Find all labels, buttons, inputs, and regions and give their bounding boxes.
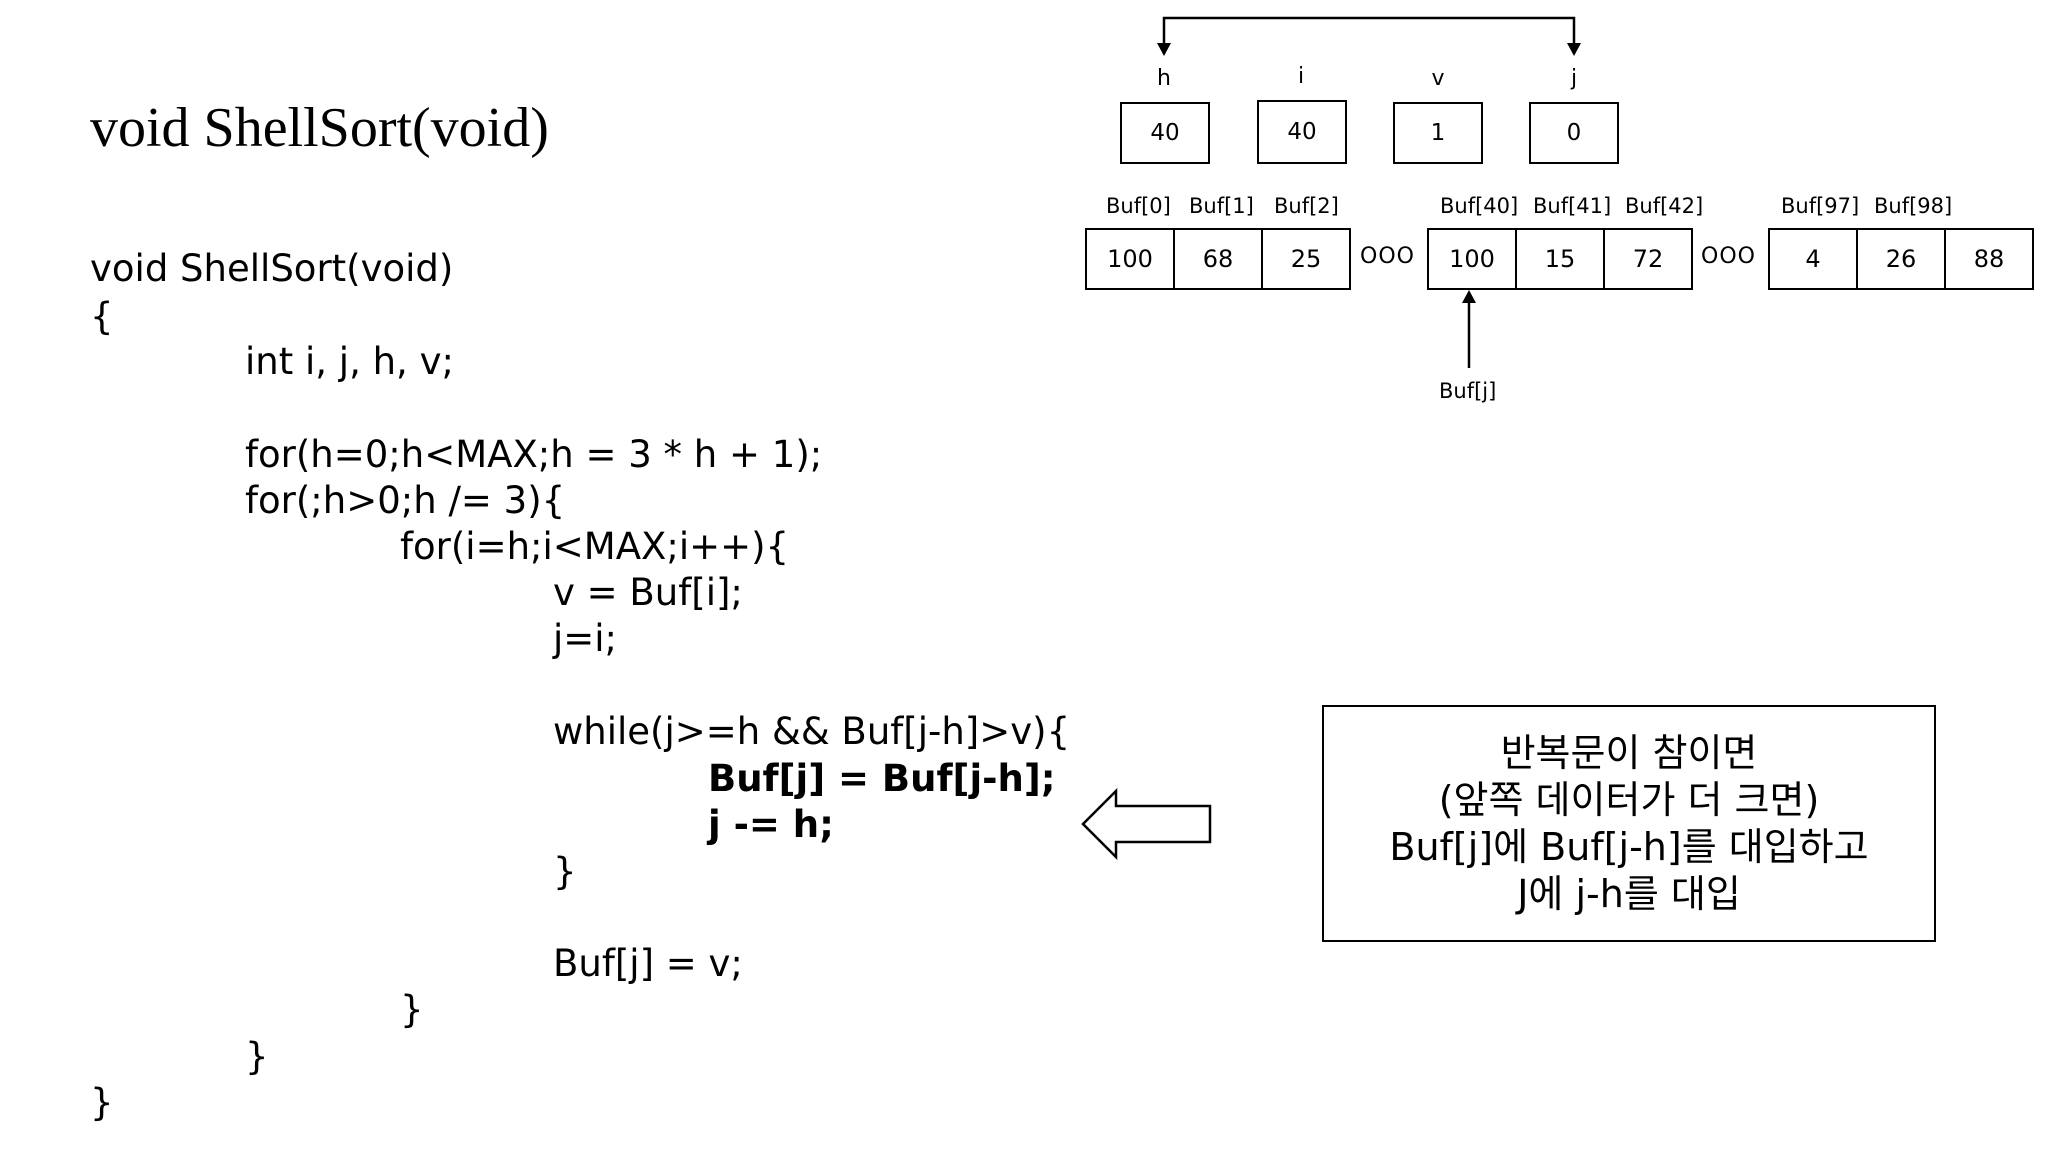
code-line-highlight: Buf[j] = Buf[j-h]; — [708, 757, 1056, 800]
code-line-highlight: j -= h; — [708, 803, 834, 846]
buffer-cell: 26 — [1856, 228, 1946, 290]
buf-label: Buf[42] — [1625, 194, 1704, 218]
explanation-note: 반복문이 참이면 (앞쪽 데이터가 더 크면) Buf[j]에 Buf[j-h]… — [1322, 705, 1936, 942]
buffer-cell: 15 — [1515, 228, 1605, 290]
buffer-cell: 4 — [1768, 228, 1858, 290]
buffer-cell: 100 — [1085, 228, 1175, 290]
hollow-left-arrow-icon — [1081, 787, 1212, 861]
code-line: Buf[j] = v; — [553, 942, 743, 985]
code-line: } — [400, 988, 424, 1031]
buf-label: Buf[2] — [1274, 194, 1339, 218]
code-line: { — [90, 295, 114, 338]
variable-label-j: j — [1570, 66, 1578, 91]
buf-label: Buf[41] — [1533, 194, 1612, 218]
note-line: (앞쪽 데이터가 더 크면) — [1438, 777, 1820, 822]
code-line: v = Buf[i]; — [553, 571, 743, 614]
buffer-cell: 68 — [1173, 228, 1263, 290]
variable-label-v: v — [1431, 66, 1445, 91]
buffer-cell: 100 — [1427, 228, 1517, 290]
buffer-cell: 25 — [1261, 228, 1351, 290]
code-line: } — [245, 1035, 269, 1078]
variable-label-i: i — [1297, 64, 1305, 89]
buf-label: Buf[0] — [1106, 194, 1171, 218]
code-line: } — [553, 850, 577, 893]
buf-label: Buf[1] — [1189, 194, 1254, 218]
variable-box-i: 40 — [1257, 100, 1347, 164]
page-title: void ShellSort(void) — [90, 97, 549, 159]
code-line: for(h=0;h<MAX;h = 3 * h + 1); — [245, 433, 823, 476]
buffer-ellipsis: OOO — [1360, 244, 1415, 269]
variable-box-j: 0 — [1529, 102, 1619, 164]
h-to-j-bracket — [1162, 16, 1576, 54]
code-line: for(;h>0;h /= 3){ — [245, 479, 566, 522]
note-line: 반복문이 참이면 — [1500, 730, 1758, 775]
code-line: j=i; — [553, 617, 618, 660]
variable-label-h: h — [1157, 66, 1171, 91]
buf-j-pointer-label: Buf[j] — [1439, 379, 1497, 403]
note-line: Buf[j]에 Buf[j-h]를 대입하고 — [1389, 824, 1869, 869]
code-line: } — [90, 1081, 114, 1124]
buf-label: Buf[98] — [1874, 194, 1953, 218]
buf-label: Buf[97] — [1781, 194, 1860, 218]
variable-box-h: 40 — [1120, 102, 1210, 164]
code-line: int i, j, h, v; — [245, 340, 454, 383]
variable-box-v: 1 — [1393, 102, 1483, 164]
buf-label: Buf[40] — [1440, 194, 1519, 218]
buf-j-pointer-arrowhead-icon — [1462, 290, 1476, 303]
code-line: while(j>=h && Buf[j-h]>v){ — [553, 710, 1071, 753]
j-arrowhead-icon — [1567, 43, 1581, 56]
h-arrowhead-icon — [1157, 43, 1171, 56]
code-line: for(i=h;i<MAX;i++){ — [400, 525, 790, 568]
note-line: J에 j-h를 대입 — [1517, 871, 1741, 916]
code-line: void ShellSort(void) — [90, 247, 454, 290]
buffer-ellipsis: OOO — [1701, 244, 1756, 269]
buffer-cell: 72 — [1603, 228, 1693, 290]
buffer-cell: 88 — [1944, 228, 2034, 290]
